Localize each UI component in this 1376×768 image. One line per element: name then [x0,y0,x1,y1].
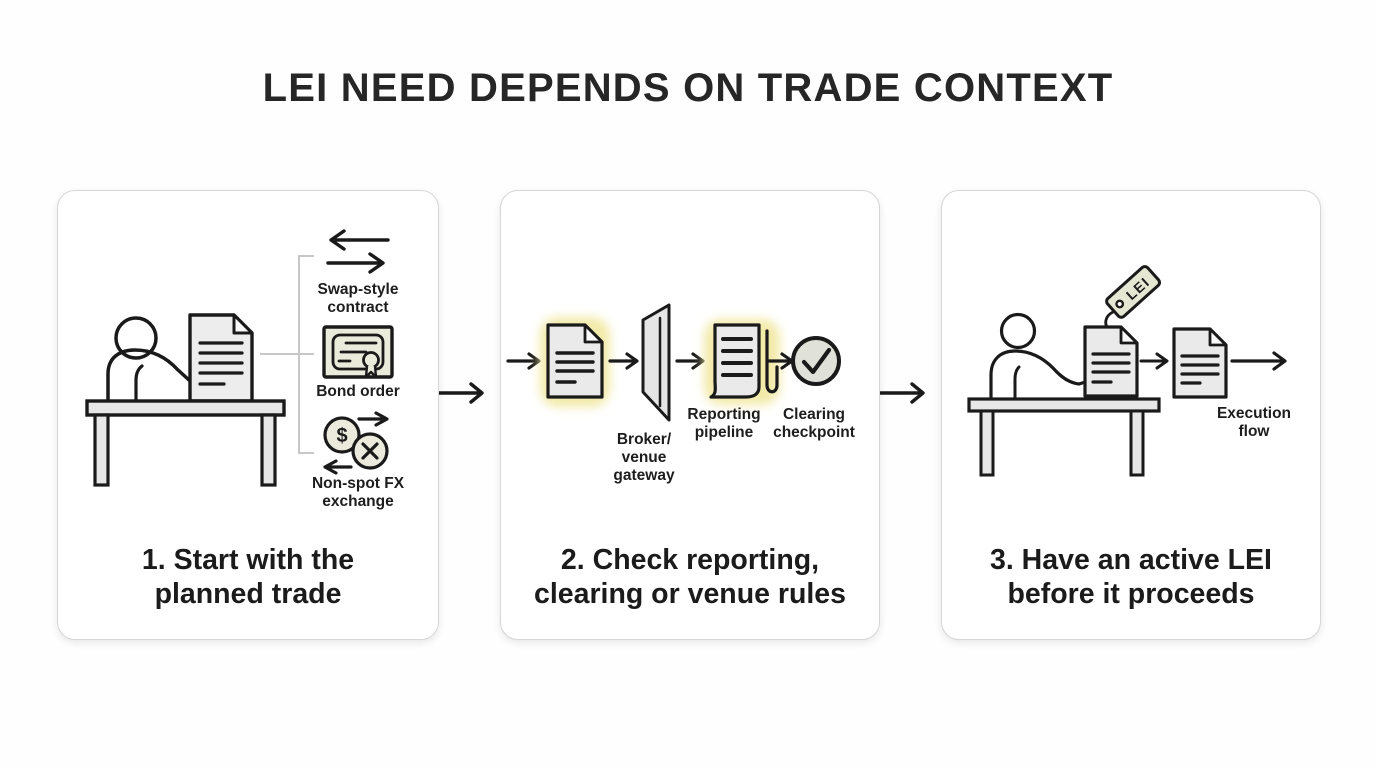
panel-step-3: LEI Execution flow 3. Have an active LEI… [941,190,1321,640]
checkmark-icon [791,336,841,386]
document-icon [1172,327,1228,399]
trade-type-label-bond: Bond order [316,383,400,400]
reporting-scroll-icon [709,323,779,399]
trade-type-label-fx: Non-spot FX exchange [311,475,405,510]
step2-caption: 2. Check reporting, clearing or venue ru… [533,544,847,611]
seal-icon [362,351,380,369]
cross-symbol [361,442,379,460]
swap-arrows-icon [326,229,390,274]
trade-document-icon [546,323,604,399]
trade-type-label-swap: Swap-style contract [317,281,399,316]
desk [85,399,286,417]
gateway-label: Broker/ venue gateway [613,431,675,484]
document-icon [1083,325,1139,398]
step3-caption: 3. Have an active LEI before it proceeds [990,544,1272,611]
gateway-icon [641,303,671,422]
clearing-label: Clearing checkpoint [773,406,855,441]
desk [967,397,1161,413]
execution-flow-label: Execution flow [1216,405,1292,440]
step1-caption: 1. Start with the planned trade [141,544,355,611]
dollar-symbol: $ [336,425,347,447]
reporting-label: Reporting pipeline [687,406,761,441]
panel-connector-arrow-icon [437,382,484,404]
person-at-desk-icon [85,313,286,487]
bond-certificate-icon [322,325,394,379]
connector-bracket [260,255,314,454]
page-title: LEI NEED DEPENDS ON TRADE CONTEXT [262,66,1114,110]
panel-step-1: Swap-style contract Bond order $ Non-spo… [57,190,439,640]
fx-exchange-icon: $ [323,411,389,475]
person-at-desk-icon [967,312,1161,477]
document-icon [188,313,254,403]
panel-step-2: Broker/ venue gateway Reporting pipeline… [500,190,880,640]
clearing-flow-diagram [506,303,841,422]
lei-execution-flow: LEI [1083,265,1287,399]
panel-connector-arrow-icon [876,382,925,404]
